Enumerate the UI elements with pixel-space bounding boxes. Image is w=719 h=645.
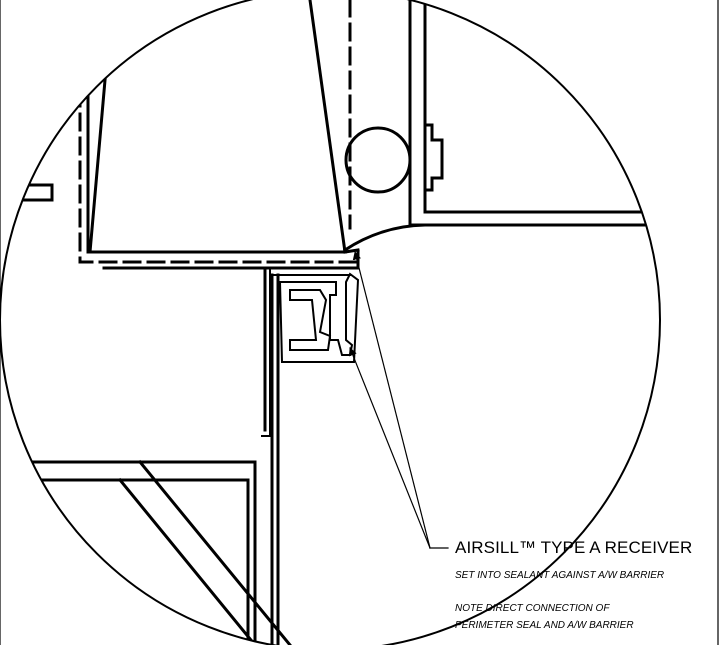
detail-circle [0,0,661,645]
callout-leaders [348,251,449,549]
callout-note-connection-line-1: NOTE DIRECT CONNECTION OF [455,603,610,614]
callout-title: AIRSILL™ TYPE A RECEIVER [455,538,693,557]
sealant-backer-rod [344,126,412,194]
wall-opening [342,0,660,253]
callout-note-sealant: SET INTO SEALANT AGAINST A/W BARRIER [455,570,665,581]
left-notch-outline [0,163,54,202]
sill-panel [86,0,360,254]
receiver-extrusion [278,272,360,363]
lower-framing [0,459,293,645]
callout-note-connection-line-2: PERIMETER SEAL AND A/W BARRIER [455,620,634,631]
vertical-jamb [270,273,351,645]
flashing-strip [102,250,360,437]
air-water-barrier-dashed [78,0,358,264]
